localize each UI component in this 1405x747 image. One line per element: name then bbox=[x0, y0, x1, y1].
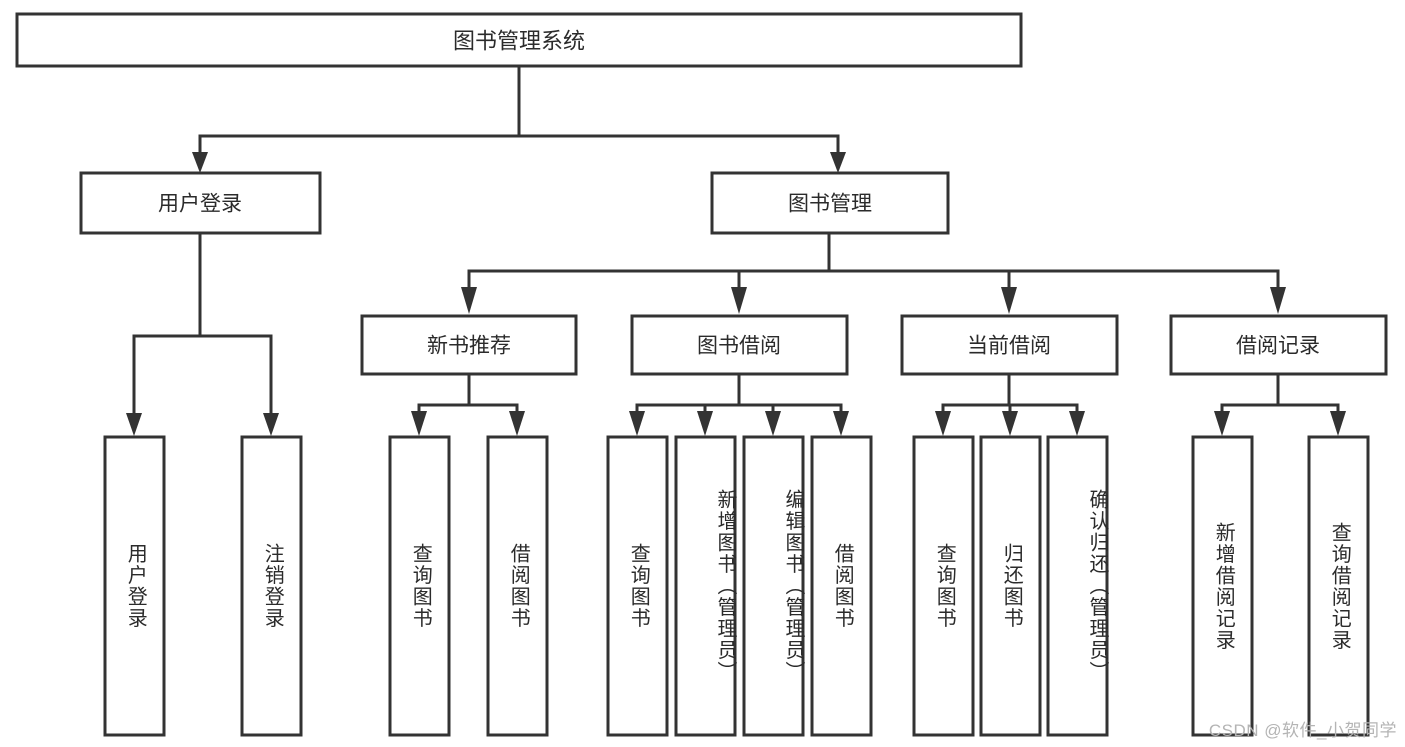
leaf-box-query-book-1[interactable] bbox=[388, 435, 451, 737]
leaf-box-query-borrow-record[interactable] bbox=[1307, 435, 1370, 737]
node-current-borrow[interactable]: 当前借阅 bbox=[900, 314, 1119, 376]
node-new-book-recommend-label: 新书推荐 bbox=[427, 335, 511, 358]
node-user-login[interactable]: 用户登录 bbox=[79, 171, 322, 235]
node-user-login-label: 用户登录 bbox=[158, 193, 242, 216]
arrowhead-current-borrow-leaf1 bbox=[935, 411, 951, 436]
arrowhead-user-login bbox=[192, 152, 208, 173]
arrowhead-book-borrow-leaf3 bbox=[765, 411, 781, 436]
node-borrow-record-box[interactable] bbox=[1169, 314, 1388, 376]
connector-group bbox=[126, 64, 1346, 436]
arrowhead-new-book-leaf2 bbox=[509, 411, 525, 436]
node-root-box[interactable] bbox=[15, 12, 1023, 68]
node-book-manage[interactable]: 图书管理 bbox=[710, 171, 950, 235]
arrowhead-book-borrow-leaf2 bbox=[697, 411, 713, 436]
arrowhead-current-borrow-leaf3 bbox=[1069, 411, 1085, 436]
node-borrow-record-label: 借阅记录 bbox=[1236, 335, 1320, 358]
node-book-borrow-label: 图书借阅 bbox=[697, 335, 781, 358]
leaf-box-group bbox=[103, 435, 1370, 737]
leaf-box-query-book-2[interactable] bbox=[606, 435, 669, 737]
arrowhead-borrow-record bbox=[1270, 287, 1286, 314]
node-root[interactable]: 图书管理系统 bbox=[15, 12, 1023, 68]
leaf-box-return-book[interactable] bbox=[979, 435, 1042, 737]
leaf-box-add-borrow-record[interactable] bbox=[1191, 435, 1254, 737]
leaf-box-borrow-book-1[interactable] bbox=[486, 435, 549, 737]
leaf-box-user-login[interactable] bbox=[103, 435, 166, 737]
csdn-watermark: CSDN @软件_小贺同学 bbox=[1208, 721, 1397, 740]
leaf-box-edit-book-admin[interactable] bbox=[742, 435, 805, 737]
node-user-login-box[interactable] bbox=[79, 171, 322, 235]
arrowhead-book-borrow-leaf1 bbox=[629, 411, 645, 436]
leaf-box-add-book-admin[interactable] bbox=[674, 435, 737, 737]
arrowhead-book-borrow bbox=[731, 287, 747, 314]
node-new-book-recommend-box[interactable] bbox=[360, 314, 578, 376]
node-borrow-record[interactable]: 借阅记录 bbox=[1169, 314, 1388, 376]
leaf-box-confirm-return-admin[interactable] bbox=[1046, 435, 1109, 737]
node-book-borrow-box[interactable] bbox=[630, 314, 849, 376]
arrowhead-new-book-leaf1 bbox=[411, 411, 427, 436]
leaf-box-query-book-3[interactable] bbox=[912, 435, 975, 737]
arrowhead-current-borrow bbox=[1001, 287, 1017, 314]
node-book-borrow[interactable]: 图书借阅 bbox=[630, 314, 849, 376]
leaf-box-borrow-book-2[interactable] bbox=[810, 435, 873, 737]
arrowhead-user-login-leaf2 bbox=[263, 413, 279, 436]
node-book-manage-box[interactable] bbox=[710, 171, 950, 235]
arrowhead-borrow-record-leaf2 bbox=[1330, 411, 1346, 436]
arrowhead-new-book bbox=[461, 287, 477, 314]
node-root-label: 图书管理系统 bbox=[453, 29, 585, 54]
arrowhead-borrow-record-leaf1 bbox=[1214, 411, 1230, 436]
leaf-box-logout[interactable] bbox=[240, 435, 303, 737]
node-new-book-recommend[interactable]: 新书推荐 bbox=[360, 314, 578, 376]
node-current-borrow-box[interactable] bbox=[900, 314, 1119, 376]
arrowhead-user-login-leaf1 bbox=[126, 413, 142, 436]
arrowhead-book-borrow-leaf4 bbox=[833, 411, 849, 436]
node-current-borrow-label: 当前借阅 bbox=[967, 335, 1051, 358]
arrowhead-book-manage bbox=[830, 152, 846, 173]
arrowhead-current-borrow-leaf2 bbox=[1002, 411, 1018, 436]
node-book-manage-label: 图书管理 bbox=[788, 193, 872, 216]
